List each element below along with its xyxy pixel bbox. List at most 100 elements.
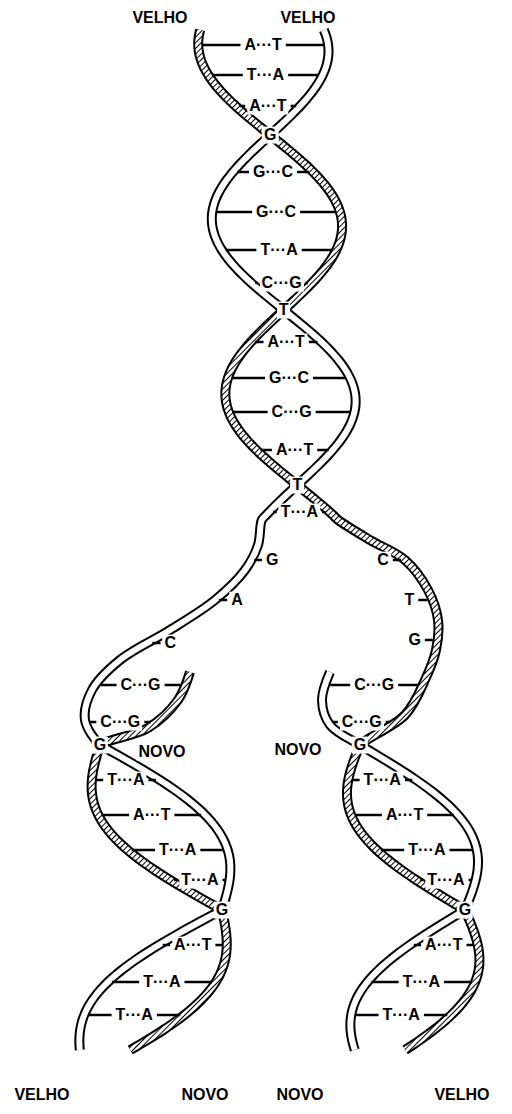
- base-letter: G: [352, 737, 368, 754]
- base-letter: G: [262, 127, 278, 144]
- base-rung: [291, 105, 297, 108]
- base-pair: A···T: [423, 937, 464, 954]
- strand-label: NOVO: [179, 1087, 230, 1104]
- base-pair: T···A: [157, 842, 198, 859]
- base-pair: C···G: [270, 404, 314, 421]
- strand-label: NOVO: [136, 744, 187, 761]
- strand-ribbon: [198, 30, 479, 1050]
- base-rung: [398, 684, 418, 687]
- base-rung: [352, 779, 359, 782]
- base-rung: [101, 684, 117, 687]
- base-rung: [427, 814, 454, 817]
- strand-ribbon: [79, 30, 355, 1050]
- strand-label: VELHO: [432, 1087, 491, 1104]
- base-rung: [449, 849, 472, 852]
- base-rung: [333, 721, 338, 724]
- base-pair: A···T: [247, 98, 288, 115]
- base-rung: [222, 879, 225, 882]
- base-rung: [355, 814, 382, 817]
- base-rung: [215, 944, 222, 947]
- base-rung: [152, 642, 160, 645]
- base-rung: [232, 377, 265, 380]
- base-rung: [424, 1014, 447, 1017]
- base-pair: C···G: [98, 714, 142, 731]
- base-letter: G: [92, 737, 108, 754]
- base-rung: [157, 1014, 180, 1017]
- base-rung: [405, 779, 412, 782]
- dna-strand: [92, 672, 227, 1050]
- base-rung: [202, 44, 240, 47]
- base-pair: G···C: [254, 204, 298, 221]
- base-pair: C···G: [260, 275, 304, 292]
- base-rung: [184, 981, 211, 984]
- base-rung: [174, 879, 177, 882]
- base-pair: A···T: [172, 937, 213, 954]
- base-rung: [102, 814, 129, 817]
- strand-ribbon: [322, 672, 478, 1050]
- base-rung: [255, 282, 257, 285]
- base-rung: [219, 599, 227, 602]
- base-rung: [313, 377, 346, 380]
- base-rung: [420, 879, 423, 882]
- base-pair: T···A: [362, 772, 403, 789]
- base-pair: C···G: [352, 677, 396, 694]
- base-pair: C···G: [119, 677, 163, 694]
- base-letter: C: [163, 635, 179, 652]
- strand-label: NOVO: [274, 1087, 325, 1104]
- base-pair: A···T: [384, 807, 425, 824]
- base-rung: [233, 411, 268, 414]
- base-letter: A: [229, 592, 245, 609]
- base-letter: G: [264, 552, 280, 569]
- base-rung: [132, 849, 155, 852]
- base-rung: [444, 981, 471, 984]
- base-rung: [322, 511, 326, 514]
- base-rung: [355, 1014, 378, 1017]
- base-pair: A···T: [131, 807, 172, 824]
- base-pair: C···G: [340, 714, 384, 731]
- dna-strand: [198, 30, 479, 1050]
- strand-label: VELHO: [130, 10, 189, 27]
- strand-label: VELHO: [278, 10, 337, 27]
- base-pair: T···A: [141, 974, 182, 991]
- base-letter: T: [402, 592, 416, 609]
- base-pair: T···A: [114, 1007, 155, 1024]
- base-rung: [226, 249, 257, 252]
- base-rung: [425, 639, 433, 642]
- base-rung: [163, 944, 170, 947]
- base-letter: G: [214, 902, 230, 919]
- strand-outline: [198, 30, 479, 1050]
- base-rung: [216, 211, 252, 214]
- strand-label: VELHO: [12, 1087, 71, 1104]
- base-rung: [200, 849, 223, 852]
- base-rung: [469, 879, 472, 882]
- base-letter: G: [457, 902, 473, 919]
- base-letter: G: [406, 632, 422, 649]
- base-rung: [317, 449, 329, 452]
- dna-strand: [79, 30, 355, 1050]
- base-letter: T: [277, 302, 291, 319]
- base-rung: [174, 814, 201, 817]
- base-pair: G···C: [267, 370, 311, 387]
- strand-outline: [79, 30, 355, 1050]
- strand-ribbon: [92, 672, 227, 1050]
- base-rung: [112, 981, 139, 984]
- base-rung: [149, 779, 156, 782]
- base-rung: [90, 721, 96, 724]
- base-letter: T: [290, 477, 304, 494]
- strand-outline: [92, 672, 227, 1050]
- base-rung: [306, 282, 308, 285]
- base-rung: [260, 449, 272, 452]
- base-rung: [386, 721, 391, 724]
- base-rung: [371, 981, 398, 984]
- base-pair: T···A: [279, 504, 320, 521]
- base-pair: A···T: [243, 37, 284, 54]
- base-rung: [297, 171, 309, 174]
- dna-strand: [322, 672, 478, 1050]
- base-rung: [88, 1014, 111, 1017]
- base-rung: [255, 341, 264, 344]
- base-pair: T···A: [381, 1007, 422, 1024]
- strand-label: NOVO: [272, 742, 323, 759]
- base-rung: [418, 599, 427, 602]
- base-letter: C: [375, 552, 391, 569]
